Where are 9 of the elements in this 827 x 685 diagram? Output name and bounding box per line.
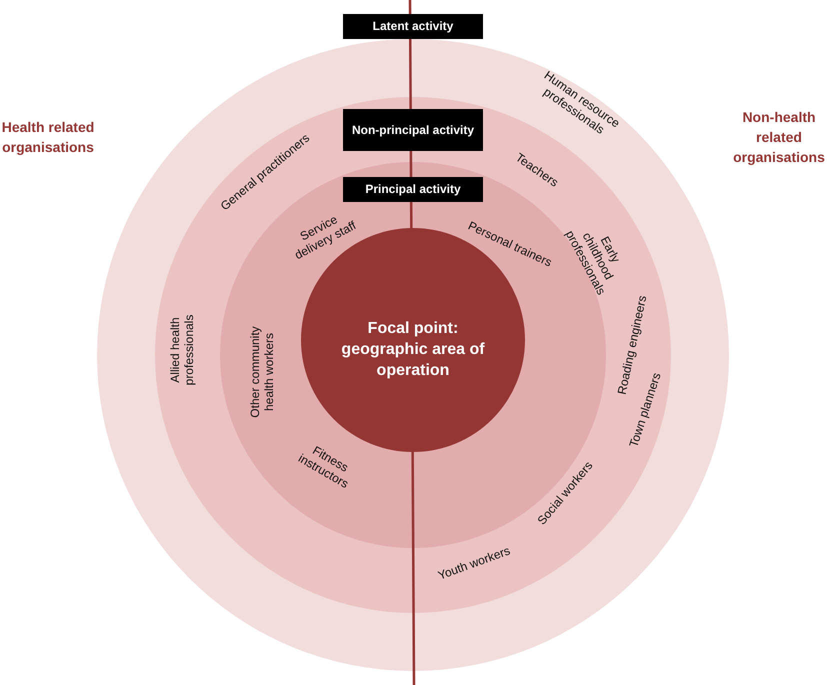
role-label: Youth workers — [435, 542, 513, 584]
activity-label: Non-principal activity — [343, 109, 483, 151]
group-heading: Non-health related organisations — [732, 108, 826, 167]
activity-label: Latent activity — [343, 14, 483, 39]
role-label: Allied health professionals — [168, 314, 196, 388]
role-label: Other community health workers — [248, 325, 276, 420]
focal-point-label: Focal point: geographic area of operation — [340, 319, 486, 381]
activity-label: Principal activity — [343, 177, 483, 202]
group-heading: Health related organisations — [0, 118, 96, 157]
